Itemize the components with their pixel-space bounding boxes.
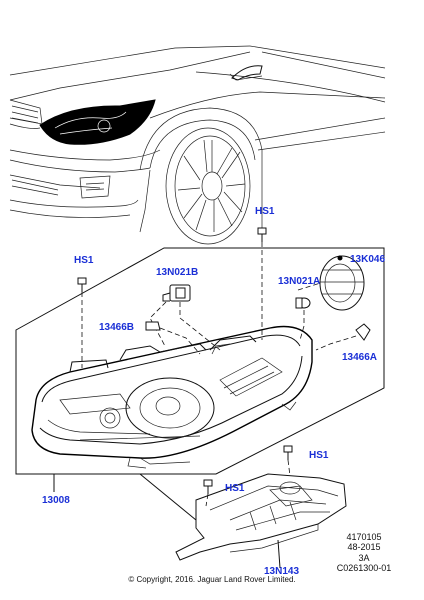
reference-line-3: 3A [358,552,370,563]
callout-hs1-left[interactable]: HS1 [74,255,94,266]
vehicle-outline [9,45,386,245]
screw-hs1-right [283,445,293,477]
callout-hs1-bottom[interactable]: HS1 [225,483,245,494]
callout-hs1-top[interactable]: HS1 [255,206,275,217]
screw-hs1-left [77,277,87,368]
reference-block: 4170105 48-2015 3A C0261300-01 [336,532,392,573]
assembly-box [15,247,385,475]
callout-13n021a[interactable]: 13N021A [278,276,321,287]
headlamp-unit [31,325,313,469]
reference-line-4: C0261300-01 [336,563,392,574]
callout-13466a[interactable]: 13466A [342,352,378,363]
bulb-13466a [315,323,371,351]
callout-hs1-right[interactable]: HS1 [309,450,329,461]
reference-line-2: 48-2015 [347,542,381,553]
screw-hs1-top [257,227,267,340]
bulb-13466b [145,321,201,355]
reference-line-1: 4170105 [346,532,382,542]
callout-13n021b[interactable]: 13N021B [156,267,199,278]
cover-13k046 [319,255,365,311]
callout-13n143[interactable]: 13N143 [264,566,300,577]
screw-hs1-bottom [203,479,213,507]
callout-13466b[interactable]: 13466B [99,322,135,333]
undertray-13n143 [139,473,347,569]
callout-13k046[interactable]: 13K046 [350,254,386,265]
bulb-13n021a [295,279,331,341]
callout-13008[interactable]: 13008 [42,495,70,506]
copyright-text: © Copyright, 2016. Jaguar Land Rover Lim… [128,575,296,584]
bulb-13n021b [149,284,221,351]
